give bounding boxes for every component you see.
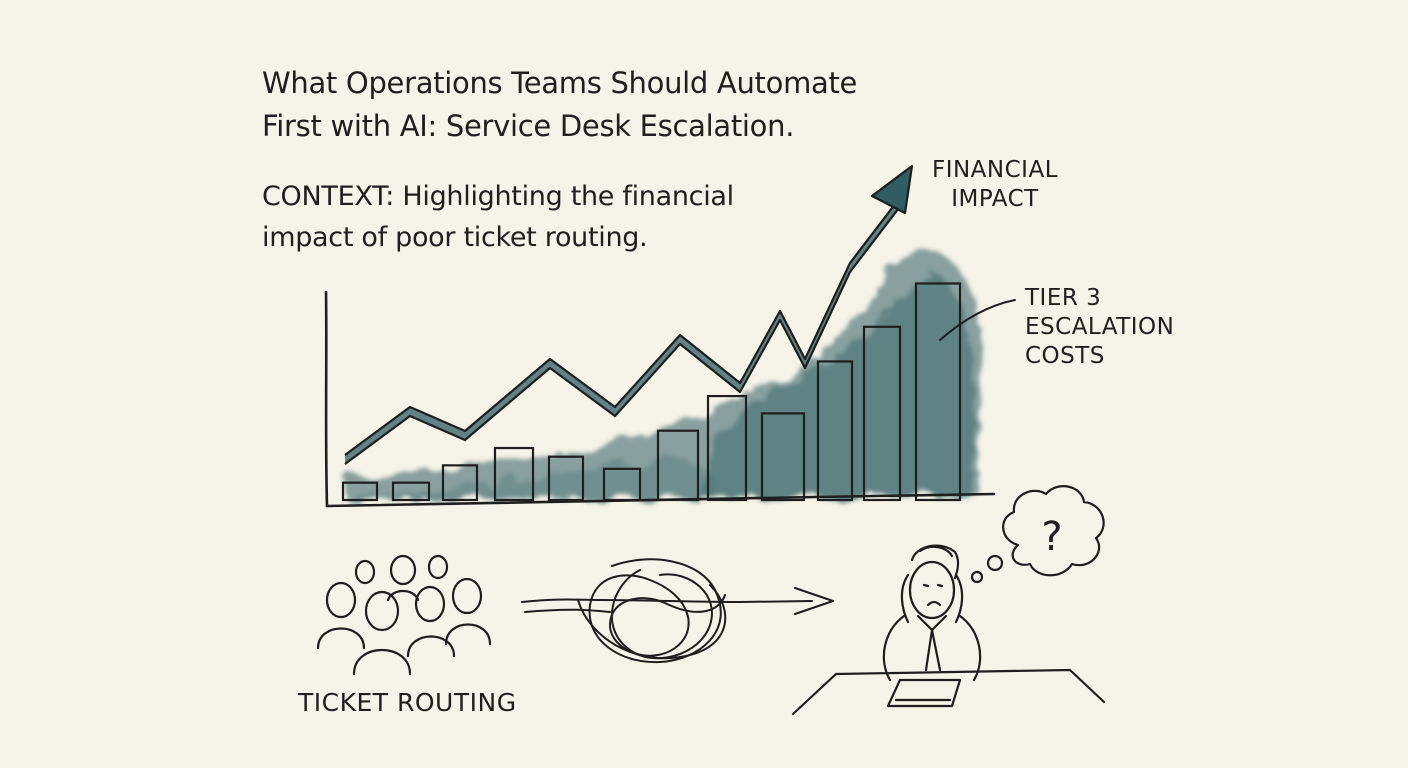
desk xyxy=(791,668,1106,716)
trend-line-upper xyxy=(344,190,906,456)
chart-bar xyxy=(341,481,379,502)
chart-bar xyxy=(760,412,806,502)
chart-bar xyxy=(862,325,902,502)
chart-bar xyxy=(441,464,479,502)
chart-y-axis xyxy=(324,290,329,508)
chart-bar xyxy=(493,446,535,502)
chart-bar xyxy=(816,360,854,502)
chart-bar xyxy=(706,394,748,502)
tier3-escalation-label: TIER 3 ESCALATION COSTS xyxy=(1025,284,1175,371)
chart-bar xyxy=(391,481,431,502)
ticket-routing-label: TICKET ROUTING xyxy=(298,688,517,717)
page-title: What Operations Teams Should Automate Fi… xyxy=(262,66,858,143)
people-group-icon xyxy=(316,554,492,676)
context-note: CONTEXT: Highlighting the financial impa… xyxy=(262,181,734,253)
chart-bar xyxy=(602,467,642,502)
rising-arrow-icon xyxy=(870,164,914,215)
watercolor-wash xyxy=(345,248,984,500)
question-mark-icon: ? xyxy=(1041,514,1062,560)
chart-bar xyxy=(914,282,962,502)
stressed-person-icon xyxy=(882,544,982,682)
tier3-escalation-text: TIER 3 ESCALATION COSTS xyxy=(1025,285,1175,369)
trend-line-lower xyxy=(344,199,906,465)
financial-impact-text: FINANCIAL IMPACT xyxy=(931,157,1059,212)
tangled-arrow-icon xyxy=(521,558,834,664)
chart-bar xyxy=(656,429,700,502)
tier3-pointer xyxy=(939,299,1016,341)
financial-impact-label: FINANCIAL IMPACT xyxy=(930,156,1060,214)
thought-bubble-icon xyxy=(970,485,1105,584)
chart-bar xyxy=(547,455,585,502)
